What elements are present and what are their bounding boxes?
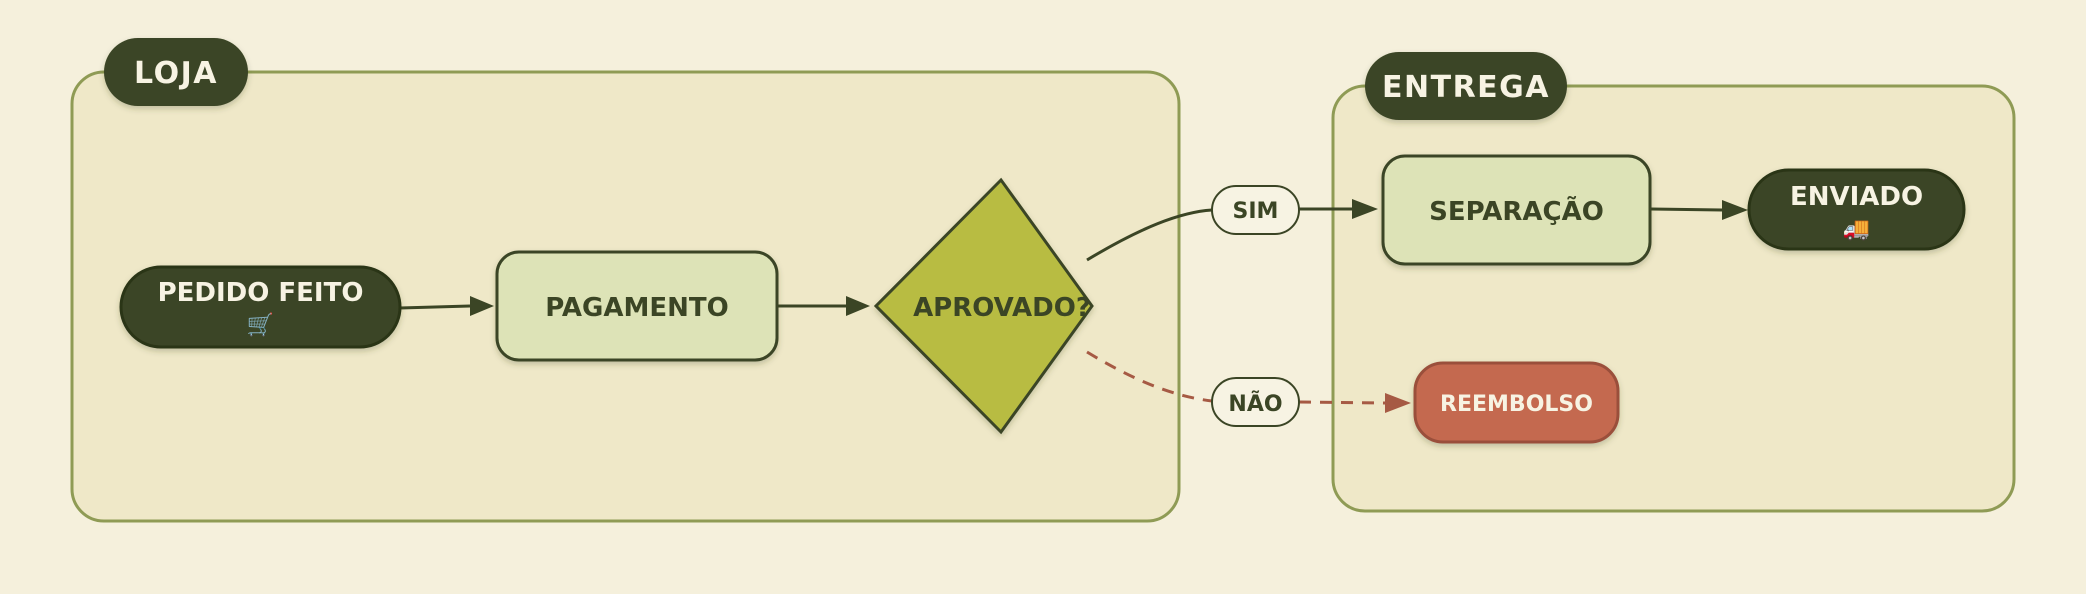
node-enviado: ENVIADO 🚚 [1747, 168, 1966, 251]
edge-pedido-pagamento [399, 304, 471, 310]
node-enviado-label: ENVIADO [1790, 182, 1923, 212]
node-pedido-feito-shape [119, 265, 402, 349]
node-pagamento-label: PAGAMENTO [545, 293, 729, 323]
edges [399, 199, 1748, 413]
lane-entrega-title: ENTREGA [1382, 70, 1550, 105]
node-aprovado: APROVADO? [873, 177, 1094, 435]
edge-label-nao-pill [1211, 377, 1300, 427]
edge-nao-reembolso [1298, 400, 1386, 405]
node-separacao-shape [1381, 154, 1652, 266]
arrowhead-pedido-pagamento [470, 296, 494, 316]
node-pedido-feito-label: PEDIDO FEITO [158, 278, 364, 308]
lane-loja-title: LOJA [134, 56, 218, 91]
delivery-truck-icon: 🚚 [1843, 217, 1870, 242]
node-reembolso-label: REEMBOLSO [1440, 392, 1593, 417]
node-pagamento: PAGAMENTO [495, 250, 779, 362]
lane-entrega-badge [1365, 52, 1567, 120]
node-aprovado-label: APROVADO? [913, 293, 1091, 323]
node-aprovado-shape [873, 177, 1094, 435]
node-separacao: SEPARAÇÃO [1381, 154, 1652, 266]
edge-label-sim-text: SIM [1233, 199, 1279, 224]
node-reembolso-shape [1413, 361, 1620, 444]
lane-loja-badge [104, 38, 248, 106]
arrowhead-pagamento-aprovado [846, 296, 870, 316]
node-reembolso: REEMBOLSO [1413, 361, 1620, 444]
node-enviado-shape [1747, 168, 1966, 251]
edge-label-nao-text: NÃO [1228, 391, 1282, 417]
edge-aprovado-nao [1086, 350, 1213, 403]
node-separacao-label: SEPARAÇÃO [1429, 195, 1604, 227]
edge-label-sim-pill [1211, 185, 1300, 235]
lane-entrega-box [1331, 84, 2016, 513]
edge-aprovado-sim [1086, 208, 1213, 262]
node-pagamento-shape [495, 250, 779, 362]
arrowhead-sim-separacao [1352, 199, 1378, 219]
arrowhead-nao-reembolso [1385, 393, 1411, 413]
node-pedido-feito: PEDIDO FEITO 🛒 [119, 265, 402, 349]
shopping-cart-icon: 🛒 [247, 312, 274, 338]
edge-separacao-enviado [1649, 207, 1723, 212]
edge-label-sim: SIM [1211, 185, 1300, 235]
arrowhead-separacao-enviado [1722, 200, 1748, 220]
edge-label-nao: NÃO [1211, 377, 1300, 427]
